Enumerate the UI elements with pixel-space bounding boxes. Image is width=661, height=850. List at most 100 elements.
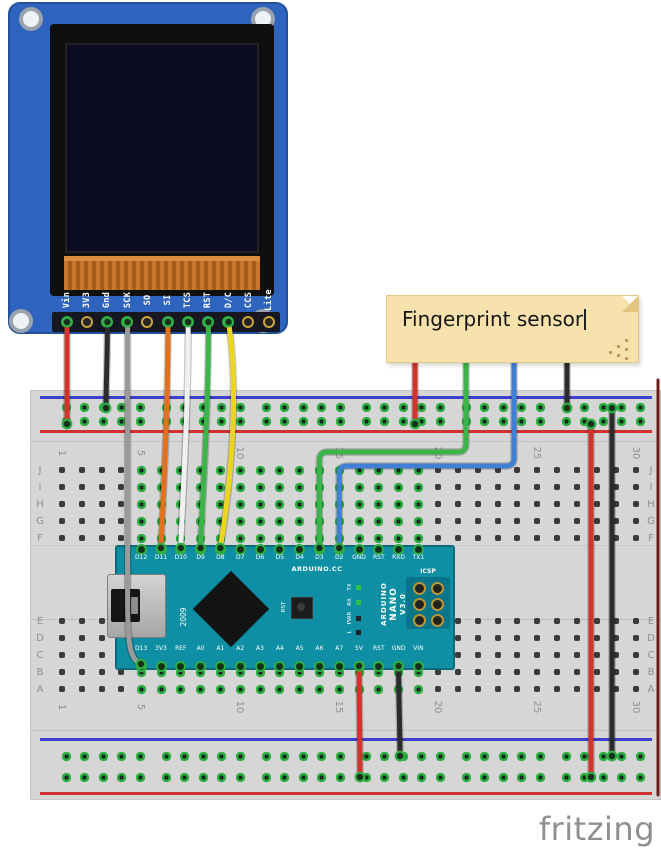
breadboard-hole[interactable] [333,666,345,678]
breadboard-hole[interactable] [593,669,600,675]
breadboard-hole[interactable] [554,635,560,641]
icsp-pin[interactable] [430,581,444,595]
breadboard-hole[interactable] [274,498,286,510]
breadboard-hole[interactable] [494,669,501,675]
wire-nano-gnd[interactable] [396,663,403,759]
rail-hole[interactable] [297,750,309,762]
breadboard-hole[interactable] [353,498,365,510]
rail-hole[interactable] [434,415,446,427]
breadboard-hole[interactable] [118,484,125,490]
breadboard-hole[interactable] [214,481,226,493]
rail-hole[interactable] [160,750,172,762]
breadboard-hole[interactable] [118,518,125,524]
breadboard-hole[interactable] [155,464,167,476]
breadboard-hole[interactable] [573,518,580,524]
rail-hole[interactable] [134,771,146,783]
icsp-pin[interactable] [430,613,444,627]
breadboard-hole[interactable] [534,618,541,624]
arduino-pin-pad[interactable] [294,543,306,555]
breadboard-hole[interactable] [514,467,521,473]
connection-ring[interactable] [314,542,325,554]
breadboard-hole[interactable] [534,686,541,692]
rail-hole[interactable] [297,401,309,413]
arduino-pin-pad[interactable] [393,543,405,555]
breadboard-hole[interactable] [554,652,560,658]
rail-hole[interactable] [360,401,372,413]
breadboard-hole[interactable] [175,666,187,678]
breadboard-hole[interactable] [78,618,85,624]
breadboard-hole[interactable] [455,686,461,692]
breadboard-hole[interactable] [214,498,226,510]
breadboard-hole[interactable] [613,635,620,641]
breadboard-hole[interactable] [474,501,481,507]
breadboard-hole[interactable] [59,535,65,541]
breadboard-hole[interactable] [474,635,481,641]
breadboard-hole[interactable] [455,501,461,507]
breadboard-hole[interactable] [593,652,600,658]
breadboard-hole[interactable] [412,481,424,493]
breadboard-hole[interactable] [373,666,385,678]
breadboard-hole[interactable] [195,464,207,476]
breadboard-hole[interactable] [494,635,501,641]
rail-hole[interactable] [597,750,609,762]
arduino-pin-pad[interactable] [412,660,424,672]
rail-hole[interactable] [516,771,528,783]
wire-fp-tx[interactable] [316,357,469,551]
arduino-pin-pad[interactable] [412,543,424,555]
breadboard-hole[interactable] [554,518,560,524]
breadboard-hole[interactable] [474,618,481,624]
breadboard-hole[interactable] [195,481,207,493]
rail-hole[interactable] [360,415,372,427]
breadboard-hole[interactable] [613,686,620,692]
breadboard-hole[interactable] [514,669,521,675]
rail-hole[interactable] [160,771,172,783]
rail-hole[interactable] [197,771,209,783]
rail-hole[interactable] [116,415,128,427]
breadboard-hole[interactable] [494,518,501,524]
arduino-pin-pad[interactable] [155,660,167,672]
breadboard-hole[interactable] [573,535,580,541]
connection-ring[interactable] [606,750,618,762]
rail-hole[interactable] [134,415,146,427]
rail-hole[interactable] [234,415,246,427]
breadboard-hole[interactable] [373,481,385,493]
connection-ring[interactable] [394,750,406,762]
breadboard-hole[interactable] [514,618,521,624]
breadboard-hole[interactable] [59,652,65,658]
rail-hole[interactable] [397,401,409,413]
breadboard-hole[interactable] [573,635,580,641]
breadboard-hole[interactable] [613,484,620,490]
breadboard-hole[interactable] [274,515,286,527]
rail-hole[interactable] [479,415,491,427]
breadboard-hole[interactable] [593,501,600,507]
connection-ring[interactable] [182,316,194,328]
rail-hole[interactable] [234,771,246,783]
breadboard-hole[interactable] [534,669,541,675]
connection-ring[interactable] [101,316,113,328]
breadboard-hole[interactable] [254,464,266,476]
breadboard-hole[interactable] [593,618,600,624]
connection-ring[interactable] [61,418,73,430]
tft-pin-pad[interactable] [262,315,275,328]
breadboard-hole[interactable] [118,535,125,541]
breadboard-hole[interactable] [59,686,65,692]
breadboard-hole[interactable] [234,666,246,678]
breadboard-hole[interactable] [633,501,640,507]
rail-hole[interactable] [560,415,572,427]
breadboard-hole[interactable] [274,683,286,695]
breadboard-hole[interactable] [412,464,424,476]
breadboard-hole[interactable] [234,683,246,695]
breadboard-hole[interactable] [633,686,640,692]
breadboard-hole[interactable] [593,467,600,473]
rail-hole[interactable] [260,750,272,762]
rail-hole[interactable] [79,750,91,762]
rail-hole[interactable] [334,771,346,783]
rail-hole[interactable] [597,415,609,427]
connection-ring[interactable] [585,418,597,430]
breadboard-hole[interactable] [155,683,167,695]
wire-tft-gnd[interactable] [103,319,110,411]
rail-hole[interactable] [197,750,209,762]
breadboard-hole[interactable] [98,635,105,641]
rail-hole[interactable] [516,415,528,427]
rail-hole[interactable] [397,415,409,427]
